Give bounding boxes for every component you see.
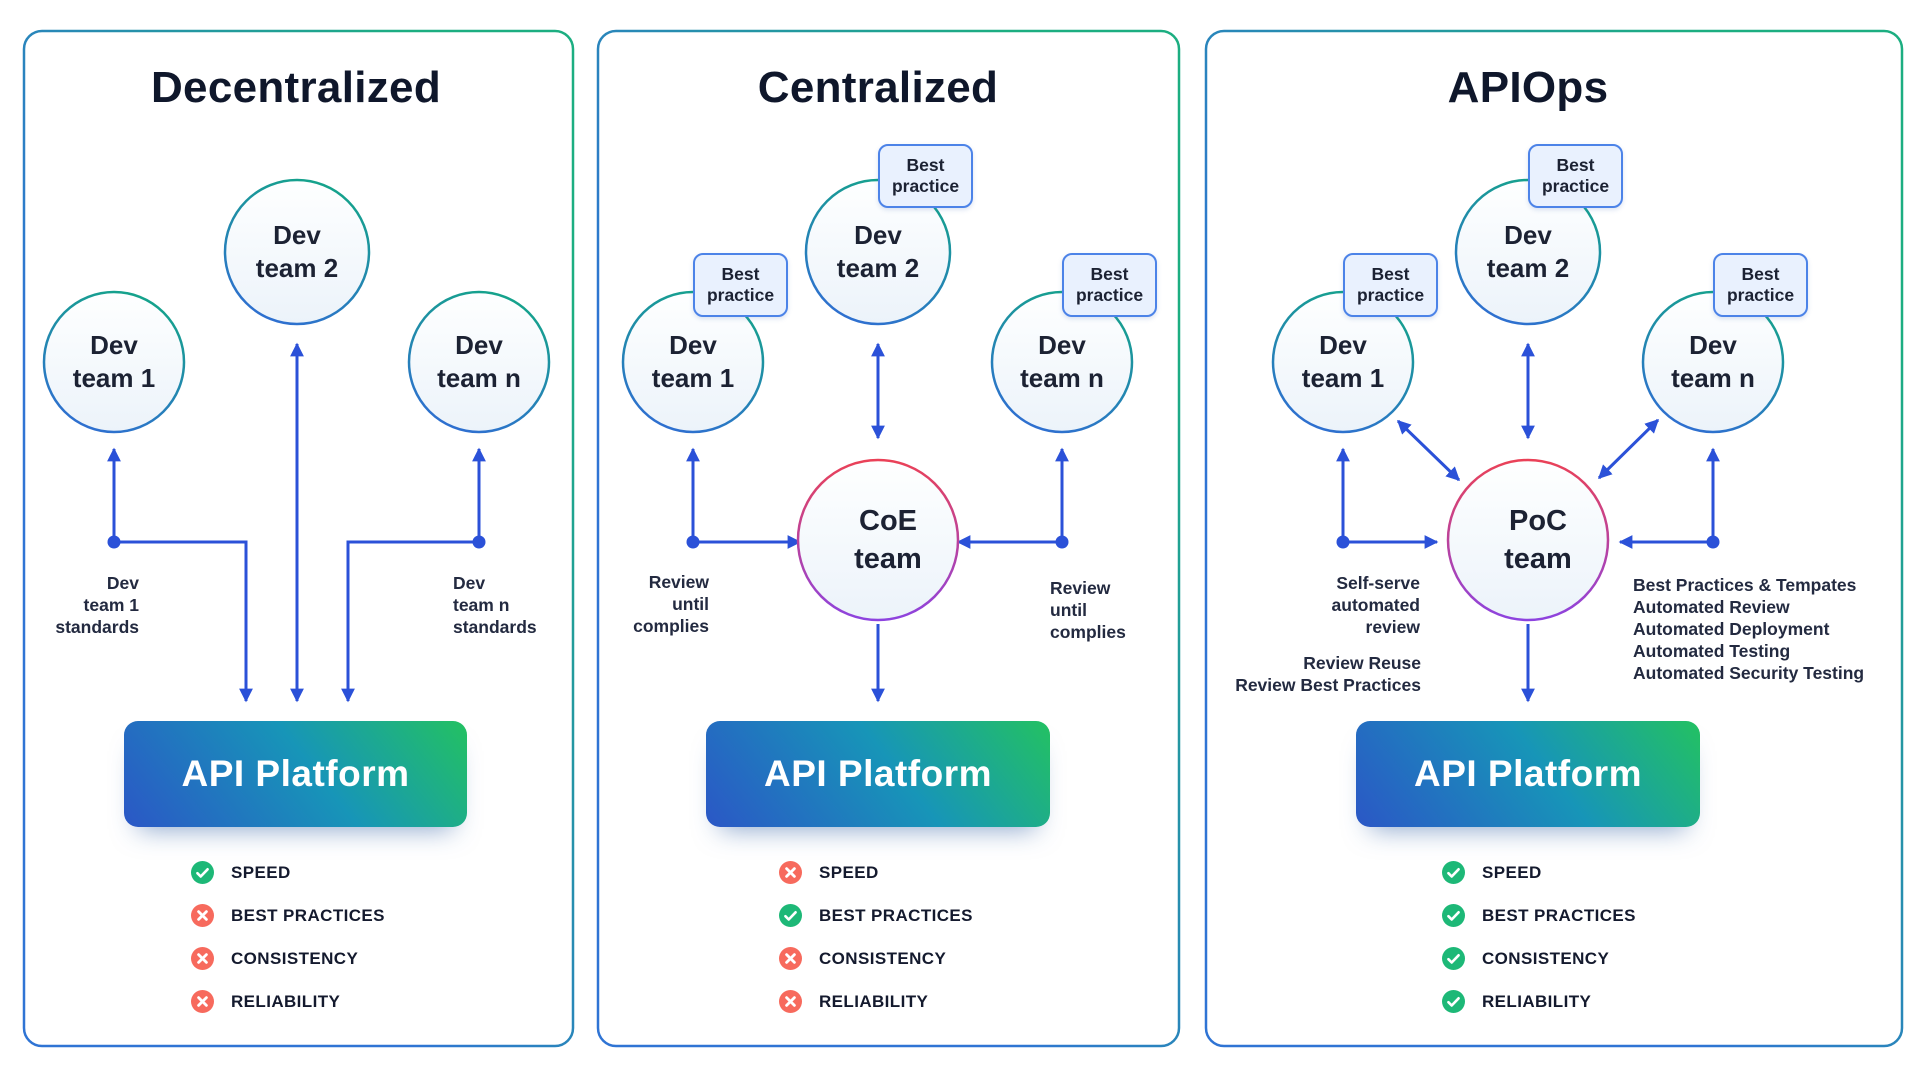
coe-team-circle xyxy=(796,458,960,622)
best-practice-badge: Best practice xyxy=(878,144,973,208)
connector-dot xyxy=(1336,535,1350,549)
check-icon xyxy=(191,861,214,884)
cross-icon xyxy=(779,990,802,1013)
arrow-devteamn-poc-diagonal xyxy=(1597,418,1660,480)
checklist-row: CONSISTENCY xyxy=(1442,947,1636,970)
dev-team-1-circle xyxy=(42,290,186,434)
dev-team-2-circle xyxy=(223,178,371,326)
checklist-row: CONSISTENCY xyxy=(779,947,973,970)
checklist-label: CONSISTENCY xyxy=(231,948,359,968)
api-platform-box: API Platform xyxy=(706,721,1050,827)
cross-icon xyxy=(191,904,214,927)
cross-icon xyxy=(779,861,802,884)
cross-icon xyxy=(191,947,214,970)
checklist-label: RELIABILITY xyxy=(819,991,929,1011)
annotation-dev-team-1-standards: Dev team 1 standards xyxy=(55,573,139,637)
checklist-label: CONSISTENCY xyxy=(819,948,947,968)
checklist: SPEED BEST PRACTICES CONSISTENCY RELIABI… xyxy=(191,861,385,1033)
best-practice-badge: Best practice xyxy=(1528,144,1623,208)
dev-team-n-label: Dev team n xyxy=(1020,330,1104,393)
annotation-review-until-complies-right: Review until complies xyxy=(1050,578,1126,642)
connector-dot xyxy=(107,535,121,549)
arrow-devteamn-to-platform xyxy=(341,447,486,703)
check-icon xyxy=(1442,947,1465,970)
annotation-review-reuse: Review Reuse Review Best Practices xyxy=(1235,653,1421,695)
annotation-automation-list: Best Practices & Tempates Automated Revi… xyxy=(1633,575,1865,683)
checklist-label: RELIABILITY xyxy=(1482,991,1592,1011)
page-title: Decentralized xyxy=(150,63,441,112)
dev-team-1-label: Dev team 1 xyxy=(1301,330,1385,393)
checklist-row: BEST PRACTICES xyxy=(191,904,385,927)
page-title: APIOps xyxy=(1447,63,1609,112)
checklist-row: SPEED xyxy=(191,861,385,884)
poc-team-circle xyxy=(1446,458,1610,622)
checklist-label: CONSISTENCY xyxy=(1482,948,1610,968)
annotation-review-until-complies-left: Review until complies xyxy=(633,572,709,636)
connector-dot xyxy=(686,535,700,549)
checklist-row: BEST PRACTICES xyxy=(779,904,973,927)
checklist-row: RELIABILITY xyxy=(1442,990,1636,1013)
checklist: SPEED BEST PRACTICES CONSISTENCY RELIABI… xyxy=(779,861,973,1033)
checklist-row: CONSISTENCY xyxy=(191,947,385,970)
coe-team-label: CoE team xyxy=(854,505,922,575)
page-title: Centralized xyxy=(757,63,999,112)
connector-dot xyxy=(1055,535,1069,549)
best-practice-badge: Best practice xyxy=(1343,253,1438,317)
checklist-label: SPEED xyxy=(1482,862,1542,882)
checklist-row: SPEED xyxy=(1442,861,1636,884)
checklist: SPEED BEST PRACTICES CONSISTENCY RELIABI… xyxy=(1442,861,1636,1033)
dev-team-n-label: Dev team n xyxy=(1671,330,1755,393)
dev-team-2-label: Dev team 2 xyxy=(1486,220,1570,283)
checklist-row: SPEED xyxy=(779,861,973,884)
checklist-row: RELIABILITY xyxy=(191,990,385,1013)
checklist-row: BEST PRACTICES xyxy=(1442,904,1636,927)
checklist-label: SPEED xyxy=(819,862,879,882)
connector-dot xyxy=(1706,535,1720,549)
dev-team-n-label: Dev team n xyxy=(437,330,521,393)
check-icon xyxy=(1442,861,1465,884)
dev-team-2-label: Dev team 2 xyxy=(836,220,920,283)
checklist-label: BEST PRACTICES xyxy=(231,905,385,925)
checklist-label: BEST PRACTICES xyxy=(1482,905,1636,925)
dev-team-1-label: Dev team 1 xyxy=(651,330,735,393)
check-icon xyxy=(779,904,802,927)
annotation-self-serve-review: Self-serve automated review xyxy=(1331,573,1420,637)
arrow-devteam1-poc-diagonal xyxy=(1396,419,1461,482)
dev-team-1-label: Dev team 1 xyxy=(72,330,156,393)
api-platform-box: API Platform xyxy=(124,721,467,827)
best-practice-badge: Best practice xyxy=(1062,253,1157,317)
best-practice-badge: Best practice xyxy=(1713,253,1808,317)
arrow-devteam1-to-platform xyxy=(107,447,253,703)
cross-icon xyxy=(779,947,802,970)
checklist-row: RELIABILITY xyxy=(779,990,973,1013)
checklist-label: RELIABILITY xyxy=(231,991,341,1011)
api-platform-box: API Platform xyxy=(1356,721,1700,827)
dev-team-2-label: Dev team 2 xyxy=(255,220,339,283)
check-icon xyxy=(1442,904,1465,927)
check-icon xyxy=(1442,990,1465,1013)
connector-dot xyxy=(472,535,486,549)
annotation-dev-team-n-standards: Dev team n standards xyxy=(453,573,537,637)
best-practice-badge: Best practice xyxy=(693,253,788,317)
poc-team-label: PoC team xyxy=(1504,505,1572,575)
checklist-label: SPEED xyxy=(231,862,291,882)
cross-icon xyxy=(191,990,214,1013)
dev-team-n-circle xyxy=(407,290,551,434)
checklist-label: BEST PRACTICES xyxy=(819,905,973,925)
